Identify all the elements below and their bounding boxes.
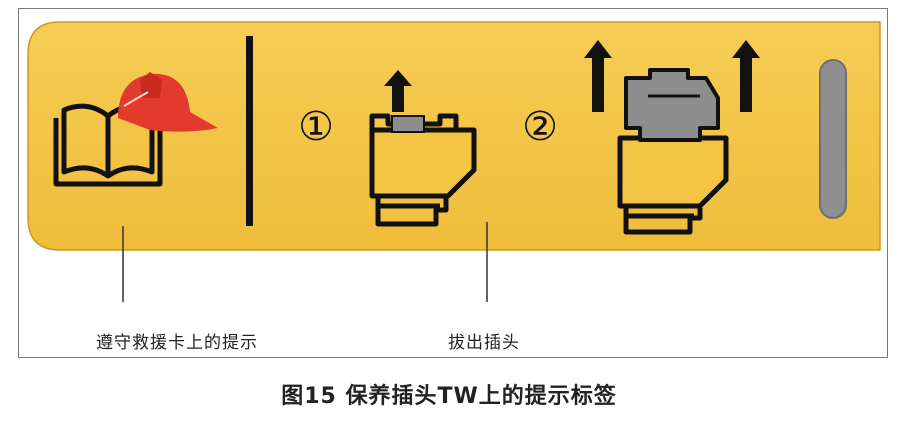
warning-label-diagram: ① ② [27, 21, 881, 302]
plug-removed-grey-icon [624, 68, 720, 142]
arrow-up-icon [384, 70, 412, 112]
divider-line [246, 36, 253, 226]
firefighter-helmet-icon [118, 72, 218, 132]
callout-left: 遵守救援卡上的提示 [96, 333, 258, 353]
arrow-up-right-icon [732, 40, 760, 112]
step2-marker: ② [522, 104, 558, 150]
figure-caption: 图15 保养插头TW上的提示标签 [281, 384, 617, 409]
step1-marker: ① [298, 104, 334, 150]
plug-grey-part [391, 115, 425, 133]
callout-right: 拔出插头 [448, 333, 520, 353]
grey-slot [819, 59, 847, 219]
connector-unplug-icon [617, 135, 729, 235]
arrow-up-left-icon [584, 40, 612, 112]
connector-plug-icon [369, 113, 477, 227]
